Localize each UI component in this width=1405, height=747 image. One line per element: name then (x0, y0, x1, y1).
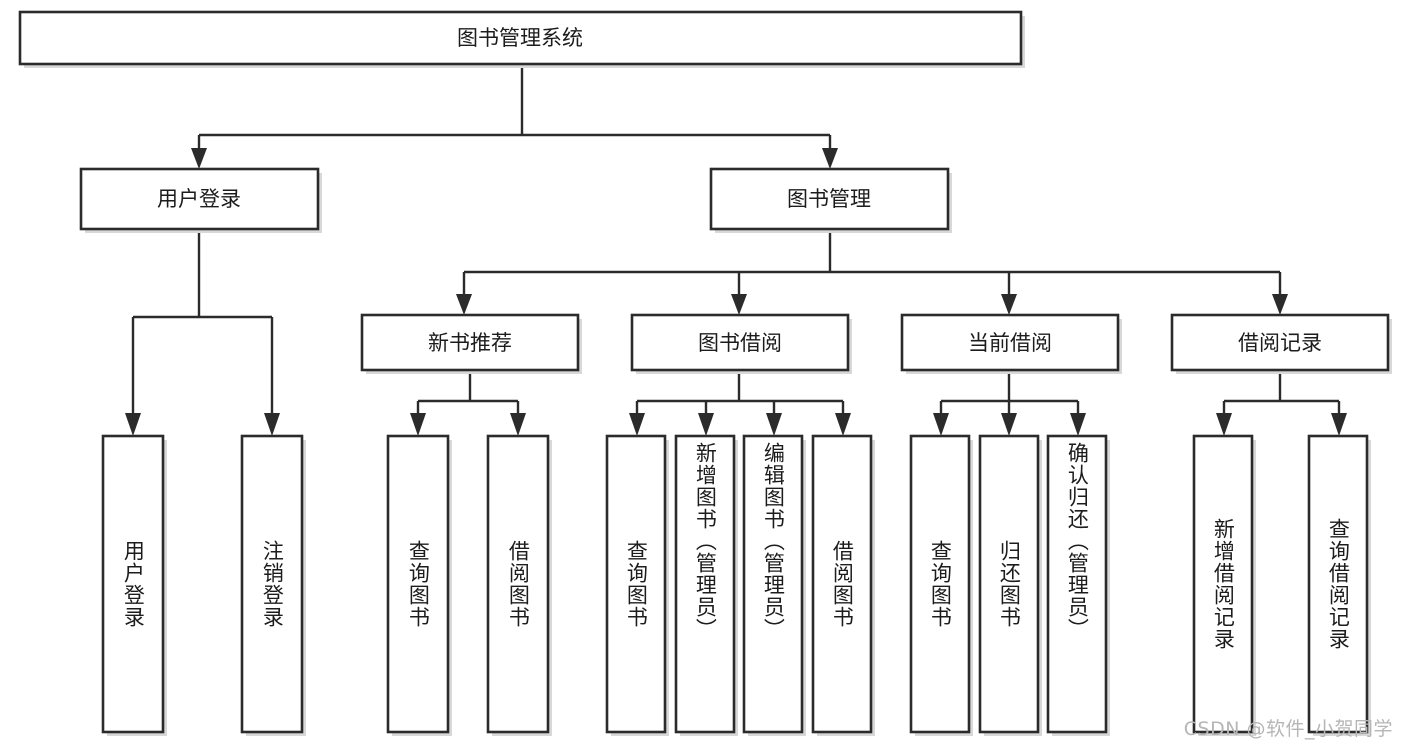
arrow-head-br-leaf-2 (1331, 413, 1347, 436)
node-new-book-recommend-label: 新书推荐 (428, 331, 512, 355)
node-book-borrow-label: 图书借阅 (698, 331, 782, 355)
node-root[interactable]: 图书管理系统 (18, 10, 1025, 68)
arrow-head-cb-leaf-2 (1001, 413, 1017, 436)
node-leaf-user-login-box[interactable] (101, 434, 165, 734)
connector-group-book-borrow (629, 374, 851, 436)
node-borrow-record-label: 借阅记录 (1238, 331, 1322, 355)
node-leaf-bb-query-book[interactable] (605, 434, 669, 736)
node-leaf-br-add-record[interactable] (1192, 434, 1256, 736)
node-root-label: 图书管理系统 (457, 26, 583, 50)
arrow-head-current-borrow (1001, 294, 1017, 315)
node-current-borrow[interactable]: 当前借阅 (900, 313, 1122, 374)
node-book-borrow-box[interactable] (630, 313, 850, 372)
node-leaf-nb-borrow-book[interactable] (486, 434, 552, 736)
arrow-head-leaf-logout (264, 413, 280, 436)
node-user-login[interactable]: 用户登录 (79, 167, 322, 233)
node-leaf-bb-add-book-box[interactable] (674, 434, 736, 734)
node-leaf-br-query-record[interactable] (1307, 434, 1371, 736)
node-leaf-nb-borrow-book-box[interactable] (486, 434, 550, 734)
node-root-box[interactable] (18, 10, 1023, 66)
node-leaf-cb-query-book[interactable] (909, 434, 973, 736)
node-leaf-bb-borrow-book-box[interactable] (811, 434, 873, 734)
node-book-manage-label: 图书管理 (787, 187, 871, 211)
connector-group-borrow-record (1216, 374, 1347, 436)
arrow-head-bb-leaf-4 (835, 413, 851, 436)
node-leaf-bb-edit-book-box[interactable] (742, 434, 804, 734)
connector-group-root (191, 68, 838, 169)
arrow-head-new-book (456, 294, 472, 315)
arrow-head-bb-leaf-2 (698, 413, 714, 436)
node-current-borrow-box[interactable] (900, 313, 1120, 372)
arrow-head-leaf-user-login (125, 413, 141, 436)
arrow-head-bb-leaf-1 (629, 413, 645, 436)
node-leaf-cb-return-book-box[interactable] (978, 434, 1040, 734)
node-book-manage-box[interactable] (709, 167, 950, 231)
connector-group-user-login (125, 233, 280, 436)
node-leaf-logout-box[interactable] (240, 434, 304, 734)
arrow-head-nb-leaf-1 (410, 413, 426, 436)
arrow-head-book-manage (822, 148, 838, 169)
arrow-head-nb-leaf-2 (510, 413, 526, 436)
node-leaf-cb-return-book[interactable] (978, 434, 1042, 736)
node-leaf-nb-query-book-box[interactable] (386, 434, 450, 734)
arrow-head-book-borrow (731, 294, 747, 315)
node-leaf-bb-borrow-book[interactable] (811, 434, 875, 736)
node-user-login-box[interactable] (79, 167, 320, 231)
node-new-book-recommend-box[interactable] (360, 313, 580, 372)
node-current-borrow-label: 当前借阅 (968, 331, 1052, 355)
connector-group-new-book (410, 374, 526, 436)
node-borrow-record-box[interactable] (1170, 313, 1390, 372)
node-leaf-bb-add-book[interactable] (674, 434, 738, 736)
arrow-head-bb-leaf-3 (766, 413, 782, 436)
arrow-head-cb-leaf-3 (1070, 413, 1086, 436)
node-leaf-bb-query-book-box[interactable] (605, 434, 667, 734)
arrow-head-user-login (191, 148, 207, 169)
node-borrow-record[interactable]: 借阅记录 (1170, 313, 1392, 374)
node-leaf-cb-confirm-return[interactable] (1046, 434, 1110, 736)
node-leaf-logout[interactable] (240, 434, 306, 736)
connector-group-book-manage (456, 233, 1288, 315)
csdn-watermark: CSDN @软件_小贺同学 (1183, 718, 1393, 740)
node-book-borrow[interactable]: 图书借阅 (630, 313, 852, 374)
node-leaf-cb-confirm-return-box[interactable] (1046, 434, 1108, 734)
node-leaf-br-add-record-box[interactable] (1192, 434, 1254, 734)
node-new-book-recommend[interactable]: 新书推荐 (360, 313, 582, 374)
node-user-login-label: 用户登录 (157, 187, 241, 211)
node-leaf-bb-edit-book[interactable] (742, 434, 806, 736)
node-leaf-br-query-record-box[interactable] (1307, 434, 1369, 734)
arrow-head-br-leaf-1 (1216, 413, 1232, 436)
node-leaf-nb-query-book[interactable] (386, 434, 452, 736)
arrow-head-borrow-record (1272, 294, 1288, 315)
node-book-manage[interactable]: 图书管理 (709, 167, 952, 233)
connector-group-current-borrow (933, 374, 1086, 436)
arrow-head-cb-leaf-1 (933, 413, 949, 436)
node-leaf-user-login[interactable] (101, 434, 167, 736)
node-leaf-cb-query-book-box[interactable] (909, 434, 971, 734)
